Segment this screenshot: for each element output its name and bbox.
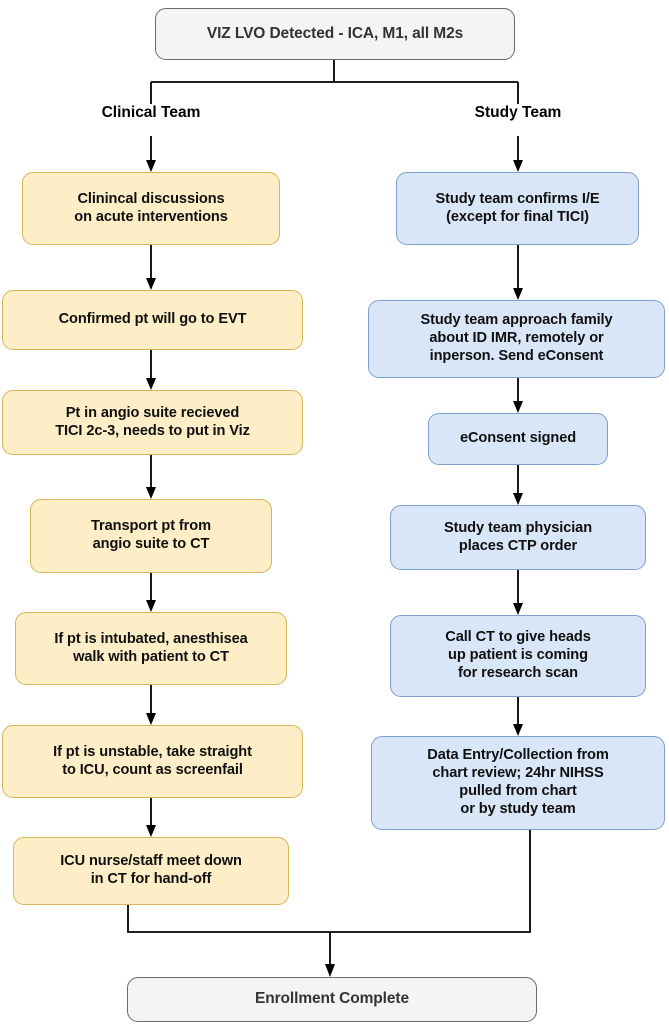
node-start-viz-lvo-detected[interactable]: VIZ LVO Detected - ICA, M1, all M2s [155,8,515,60]
arrowhead-clinical-6 [146,713,156,725]
arrowhead-study-1 [513,160,523,172]
node-study-3-econsent-signed[interactable]: eConsent signed [428,413,608,465]
node-study-1-confirms-ie[interactable]: Study team confirms I/E (except for fina… [396,172,639,245]
arrowhead-clinical-3 [146,378,156,390]
arrowhead-clinical-7 [146,825,156,837]
edge-study-merge [330,830,531,933]
node-clinical-2-confirmed-evt[interactable]: Confirmed pt will go to EVT [2,290,303,350]
node-clinical-7-icu-handoff[interactable]: ICU nurse/staff meet down in CT for hand… [13,837,289,905]
arrowhead-clinical-5 [146,600,156,612]
node-study-2-approach-family-econsent[interactable]: Study team approach family about ID IMR,… [368,300,665,378]
edge-clinical-merge [127,905,330,933]
swimlane-label-clinical-team: Clinical Team [101,104,201,121]
arrowhead-clinical-1 [146,160,156,172]
node-clinical-1-clinical-discussions[interactable]: Clinincal discussions on acute intervent… [22,172,280,245]
arrowhead-clinical-4 [146,487,156,499]
arrowhead-study-2 [513,288,523,300]
node-clinical-6-unstable-screenfail[interactable]: If pt is unstable, take straight to ICU,… [2,725,303,798]
arrowhead-study-3 [513,401,523,413]
node-clinical-5-intubated-anesthesia[interactable]: If pt is intubated, anesthisea walk with… [15,612,287,685]
node-end-enrollment-complete[interactable]: Enrollment Complete [127,977,537,1022]
node-clinical-3-angio-suite-tici[interactable]: Pt in angio suite recieved TICI 2c-3, ne… [2,390,303,455]
arrowhead-study-4 [513,493,523,505]
node-study-6-data-entry-collection[interactable]: Data Entry/Collection from chart review;… [371,736,665,830]
node-study-4-ctp-order[interactable]: Study team physician places CTP order [390,505,646,570]
arrowhead-clinical-2 [146,278,156,290]
node-study-5-call-ct-heads-up[interactable]: Call CT to give heads up patient is comi… [390,615,646,697]
arrowhead-end [325,964,335,977]
node-clinical-4-transport-to-ct[interactable]: Transport pt from angio suite to CT [30,499,272,573]
arrowhead-study-5 [513,603,523,615]
swimlane-label-study-team: Study Team [474,104,562,121]
arrowhead-study-6 [513,724,523,736]
